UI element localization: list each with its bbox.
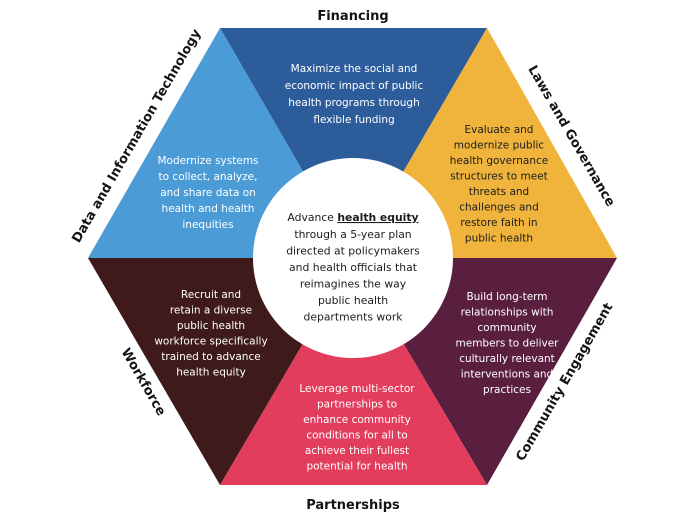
center-circle: [253, 158, 453, 358]
text-line: and share data on: [160, 187, 256, 199]
label-partnerships: Partnerships: [306, 498, 400, 513]
text-line: health and health: [162, 203, 255, 215]
text-line: health programs through: [288, 97, 419, 109]
text-line: health governance: [450, 155, 548, 167]
text-line: health equity: [176, 367, 246, 379]
text-line: public health: [465, 233, 533, 245]
text-line: Leverage multi-sector: [299, 383, 415, 395]
text-line: Evaluate and: [465, 124, 534, 136]
text-line: community: [477, 322, 536, 334]
workforce-text: Recruit and retain a diverse public health…: [154, 289, 267, 379]
text-line: flexible funding: [313, 114, 394, 126]
partnerships-text: Leverage multi-sector partnerships to enha…: [299, 383, 415, 473]
text-line: Modernize systems: [157, 155, 258, 167]
data-it-text: Modernize systems to collect, analyze, and…: [157, 155, 258, 231]
text-line: public health: [318, 294, 388, 307]
text-line: interventions and: [461, 369, 553, 381]
text-line: partnerships to: [317, 399, 397, 411]
financing-text: Maximize the social and economic impact o…: [285, 63, 424, 126]
laws-governance-text: Evaluate and modernize public health gover…: [450, 124, 548, 245]
text-line: inequities: [182, 219, 233, 231]
community-engagement-text: Build long-term relationships with communi…: [456, 291, 560, 396]
text-line: relationships with: [461, 307, 554, 319]
text-line: Maximize the social and: [291, 63, 418, 75]
text-line: public health: [177, 320, 245, 332]
text-line: challenges and: [459, 202, 539, 214]
text-line: trained to advance: [161, 351, 260, 363]
center-text: Advance health equity: [287, 211, 418, 224]
text-line: Recruit and: [181, 289, 241, 301]
text-line: to collect, analyze,: [159, 171, 258, 183]
text-line: departments work: [303, 311, 403, 324]
text-line: restore faith in: [460, 217, 537, 229]
center-text-body: through a 5-year plan directed at policym…: [286, 228, 420, 324]
segment-financing: [220, 28, 487, 258]
text-line: through a 5-year plan: [294, 228, 411, 241]
label-financing: Financing: [317, 9, 388, 24]
center-line-1: Advance health equity: [287, 211, 418, 224]
text-line: threats and: [469, 186, 529, 198]
text-line: conditions for all to: [306, 430, 407, 442]
text-line: directed at policymakers: [286, 245, 420, 258]
text-line: potential for health: [306, 461, 407, 473]
text-line: practices: [483, 384, 531, 396]
text-line: and health officials that: [289, 261, 417, 274]
text-line: economic impact of public: [285, 80, 424, 92]
text-line: culturally relevant: [459, 353, 555, 365]
segment-partnerships: [220, 258, 487, 485]
text-line: members to deliver: [456, 338, 560, 350]
text-line: Build long-term: [466, 291, 547, 303]
text-line: enhance community: [303, 414, 411, 426]
text-line: retain a diverse: [170, 305, 252, 317]
text-line: reimagines the way: [300, 278, 407, 291]
text-line: achieve their fullest: [305, 445, 409, 457]
text-line: modernize public: [454, 140, 545, 152]
text-line: workforce specifically: [154, 336, 267, 348]
text-line: structures to meet: [450, 171, 548, 183]
